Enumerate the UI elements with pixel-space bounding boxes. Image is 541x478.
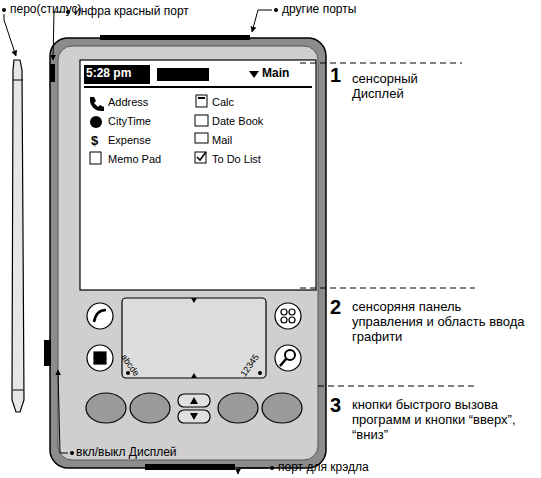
power-button bbox=[44, 340, 51, 366]
device-body bbox=[50, 38, 326, 468]
app-name: Expense bbox=[108, 134, 151, 147]
callout-label: кнопки быстрого вызова программ и кнопки… bbox=[352, 398, 532, 443]
hardware-buttons bbox=[86, 393, 302, 423]
part-label: другие порты bbox=[282, 3, 356, 17]
svg-text:$: $ bbox=[91, 133, 99, 148]
stylus bbox=[12, 60, 24, 412]
clock-box bbox=[84, 65, 150, 84]
callout-label: сенсорный Дисплей bbox=[352, 72, 472, 102]
silk-buttons bbox=[87, 303, 301, 371]
part-label: вкл/выкл Дисплей bbox=[76, 446, 177, 460]
callout-number: 3 bbox=[330, 394, 341, 417]
device-face bbox=[58, 46, 318, 460]
app-name: Date Book bbox=[212, 115, 263, 128]
menu-title: Main bbox=[262, 67, 289, 81]
app-name: Address bbox=[108, 96, 148, 109]
battery-bar bbox=[157, 68, 209, 81]
callout-number: 1 bbox=[330, 64, 341, 87]
part-label: перо(стилус) bbox=[10, 3, 82, 17]
app-name: To Do List bbox=[212, 153, 261, 166]
app-name: CityTime bbox=[108, 115, 151, 128]
callout-number: 2 bbox=[330, 296, 341, 319]
part-label: инфра красный порт bbox=[74, 5, 189, 19]
ir-port bbox=[50, 64, 55, 82]
graffiti-area bbox=[122, 298, 266, 378]
callout-label: сенсоряня панель управления и область вв… bbox=[352, 300, 532, 345]
part-label: порт для крэдла bbox=[278, 461, 369, 475]
touch-screen bbox=[80, 60, 316, 290]
app-name: Mail bbox=[212, 134, 232, 147]
menu-triangle bbox=[249, 71, 259, 78]
app-name: Memo Pad bbox=[108, 153, 161, 166]
clock-text: 5:28 pm bbox=[86, 67, 131, 81]
app-name: Calc bbox=[212, 96, 234, 109]
graffiti-marks bbox=[191, 298, 197, 378]
top-ports bbox=[100, 35, 250, 40]
leader-lines bbox=[4, 10, 272, 474]
cradle-port bbox=[145, 464, 235, 470]
title-rule bbox=[84, 86, 312, 88]
